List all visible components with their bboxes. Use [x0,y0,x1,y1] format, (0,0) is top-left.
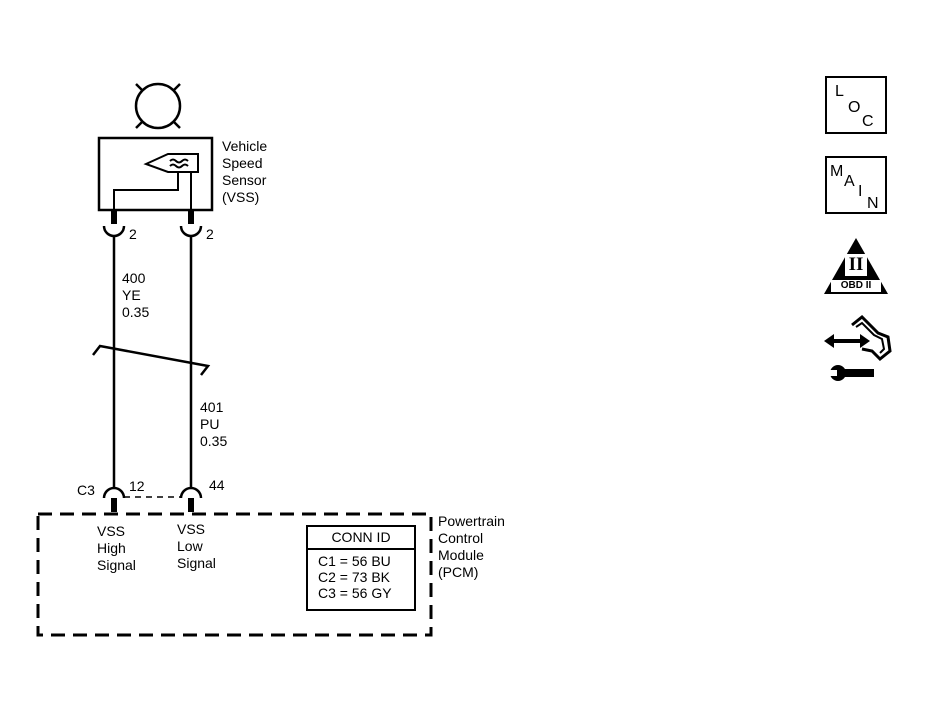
conn-id-header: CONN ID [308,527,414,550]
conn-id-row: C3 = 56 GY [318,585,392,601]
conn-id-row: C1 = 56 BU [318,553,391,569]
twisted-pair-icon [92,344,211,376]
pcm-box [36,512,433,637]
conn-id-row: C2 = 73 BK [318,569,390,585]
sensor-box [97,136,214,212]
obd-triangle-icon [824,238,888,294]
wire-401-label: 401 PU 0.35 [200,399,228,449]
loc-letter: C [862,113,874,130]
obd-ii-button[interactable]: II OBD II [822,236,890,296]
main-button[interactable]: M A I N [825,156,887,214]
loc-letter: L [835,83,844,100]
repair-button[interactable] [822,314,894,387]
obd-label: OBD II [840,280,872,291]
diagnostic-repair-icon [824,314,892,381]
pcm-connector-label: C3 [77,482,95,498]
pcm-pin-left: 12 [129,478,145,494]
sensor-pin-right: 2 [206,226,214,242]
main-letter: I [858,183,863,200]
sensor-symbol-icon [134,82,182,130]
main-letter: N [867,195,879,212]
main-letter: A [844,173,855,190]
loc-letter: O [848,99,861,116]
sensor-name: Vehicle Speed Sensor (VSS) [222,138,268,205]
loc-button[interactable]: L O C [825,76,887,134]
sensor-element-icon [113,153,199,210]
pcm-name: Powertrain Control Module (PCM) [438,513,505,580]
wire-400-label: 400 YE 0.35 [122,270,150,320]
main-letter: M [830,163,844,180]
vss-high-signal-label: VSS High Signal [97,523,136,573]
pcm-pin-right: 44 [209,477,225,493]
sensor-pin-left: 2 [129,226,137,242]
vss-low-signal-label: VSS Low Signal [177,521,216,571]
conn-id-table: CONN ID C1 = 56 BU C2 = 73 BK C3 = 56 GY [306,525,416,611]
obd-symbol: II [848,254,864,275]
